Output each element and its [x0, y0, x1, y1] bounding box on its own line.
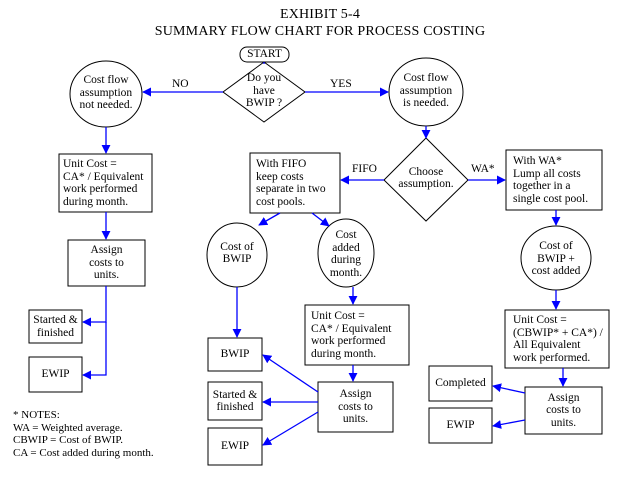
yes-branch-label: YES: [330, 78, 352, 90]
unit-cost-mid-box: [304, 304, 410, 366]
note-cbwip: CBWIP = Cost of BWIP.: [13, 434, 123, 446]
assign-right-box: [524, 386, 603, 435]
started-left-box: [28, 309, 83, 344]
no-branch-label: NO: [172, 78, 189, 90]
unit-cost-left-label: Unit Cost = CA* / Equivalent work perfor…: [63, 158, 144, 208]
ewip-right-box: [428, 407, 493, 444]
assign-mid-label: Assign costs to units.: [338, 388, 373, 426]
arrow-fifo-to-cost-added: [311, 212, 330, 227]
ewip-right-label: EWIP: [446, 419, 475, 432]
ewip-mid-label: EWIP: [220, 440, 250, 453]
ewip-mid-box: [207, 427, 263, 466]
assign-left-label: Assign costs to units.: [89, 244, 124, 282]
cost-bwip-added-label: Cost of BWIP + cost added: [531, 240, 581, 278]
assign-mid-box: [317, 381, 394, 433]
arrow-assign-to-started-left: [82, 286, 107, 327]
arrow-fifo-to-cost-bwip: [258, 212, 281, 226]
start-label: START: [247, 48, 282, 61]
exhibit-number: EXHIBIT 5-4: [279, 7, 361, 22]
bwip-mid-label: BWIP: [220, 348, 250, 361]
choose-decision-diamond: [383, 137, 469, 222]
arrow-assign-to-ewip-mid: [262, 411, 319, 446]
completed-right-box: [428, 365, 493, 402]
unit-cost-left-box: [58, 153, 153, 213]
wa-box: [505, 149, 603, 211]
started-left-label: Started & finished: [33, 314, 78, 339]
cost-of-bwip-label: Cost of BWIP: [220, 240, 254, 266]
choose-label: Choose assumption.: [398, 165, 454, 191]
arrow-assign-to-bwip-mid: [262, 354, 319, 393]
arrow-assign-to-completed: [492, 383, 526, 394]
fifo-box: [249, 152, 341, 214]
assign-left-box: [67, 239, 146, 287]
arrow-assign-to-ewip-right: [492, 419, 526, 429]
bwip-question-label: Do you have BWIP ?: [245, 72, 283, 110]
unit-cost-right-label: Unit Cost = (CBWIP* + CA*) / All Equival…: [513, 314, 603, 364]
no-assumption-label: Cost flow assumption not needed.: [79, 74, 133, 112]
cost-added-circle: [317, 218, 375, 288]
chart-title: SUMMARY FLOW CHART FOR PROCESS COSTING: [154, 24, 486, 39]
started-mid-box: [207, 381, 263, 421]
notes-block: * NOTES: WA = Weighted average. CBWIP = …: [13, 409, 154, 459]
ewip-left-label: EWIP: [41, 368, 70, 381]
note-ca: CA = Cost added during month.: [13, 446, 154, 459]
note-wa: WA = Weighted average.: [13, 421, 123, 434]
ewip-left-box: [28, 356, 83, 393]
notes-heading: * NOTES:: [13, 409, 60, 421]
arrow-assign-to-ewip-left: [82, 322, 107, 380]
assumption-needed-label: Cost flow assumption is needed.: [399, 72, 453, 110]
unit-cost-right-box: [504, 309, 610, 369]
fifo-box-label: With FIFO keep costs separate in two cos…: [256, 158, 326, 208]
assign-right-label: Assign costs to units.: [546, 391, 581, 429]
cost-added-label: Cost added during month.: [329, 229, 363, 279]
bwip-mid-box: [207, 337, 263, 372]
wa-box-label: With WA* Lump all costs together in a si…: [513, 155, 589, 205]
fifo-branch-label: FIFO: [352, 163, 377, 175]
bwip-decision-diamond: [222, 61, 306, 123]
wa-branch-label: WA*: [471, 163, 495, 175]
completed-right-label: Completed: [435, 377, 486, 390]
started-mid-label: Started & finished: [212, 388, 258, 414]
unit-cost-mid-label: Unit Cost = CA* / Equivalent work perfor…: [311, 310, 392, 360]
